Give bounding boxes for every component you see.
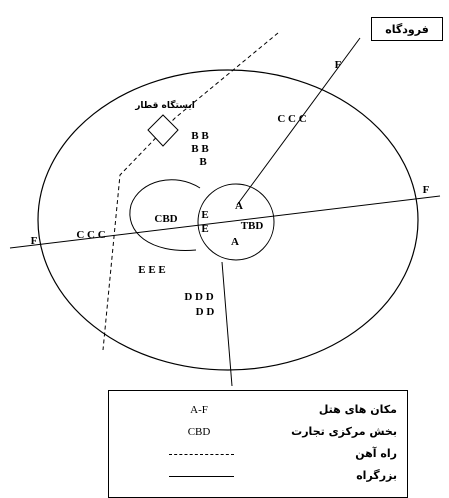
city-boundary — [37, 69, 419, 371]
hotel-f-left: F — [31, 235, 38, 247]
hotel-f-top: F — [335, 59, 342, 71]
hotel-a-bottom: A — [231, 236, 239, 248]
hotel-dd: D D — [196, 306, 215, 318]
highway-south — [221, 261, 233, 387]
hotel-b-row1: B B — [191, 130, 209, 142]
hotel-ccc-right: C C C — [277, 113, 306, 125]
legend-key-cbd: CBD — [187, 426, 211, 438]
tbd-boundary — [197, 183, 275, 261]
hotel-b-row3: B — [199, 156, 207, 168]
airport-label-box: فرودگاه — [371, 17, 443, 41]
hotel-ddd: D D D — [184, 291, 213, 303]
airport-label: فرودگاه — [385, 22, 429, 36]
hotel-eee: E E E — [138, 264, 166, 276]
highway-east-west — [9, 195, 441, 249]
hotel-e-bottom: E — [201, 223, 208, 235]
legend-key-hotels: A-F — [190, 404, 208, 416]
legend-box: مکان های هتل A-F بخش مرکزی تجارت CBD راه… — [108, 390, 408, 498]
legend-row-highway: بزرگراه — [109, 465, 407, 487]
legend-label-cbd: بخش مرکزی تجارت — [291, 425, 397, 438]
hotel-b-row2: B B — [191, 143, 209, 155]
legend-row-hotels: مکان های هتل A-F — [109, 399, 407, 421]
cbd-boundary — [129, 179, 201, 251]
train-station-label: ایستگاه قطار — [134, 99, 195, 111]
legend-row-cbd: بخش مرکزی تجارت CBD — [109, 421, 407, 443]
hotel-e-top: E — [201, 209, 208, 221]
legend-row-railway: راه آهن — [109, 443, 407, 465]
highway-to-airport — [236, 37, 361, 206]
legend-label-highway: بزرگراه — [356, 469, 397, 482]
train-station-icon — [147, 114, 179, 147]
hotel-a-top: A — [235, 200, 243, 212]
hotel-f-right: F — [423, 184, 430, 196]
legend-highway-swatch — [169, 476, 234, 477]
tbd-label: TBD — [241, 220, 264, 232]
cbd-label: CBD — [154, 213, 177, 225]
legend-label-railway: راه آهن — [355, 447, 397, 460]
railway-line — [102, 32, 279, 351]
legend-label-hotels: مکان های هتل — [318, 403, 397, 416]
hotel-ccc-left: C C C — [76, 229, 105, 241]
legend-railway-swatch — [169, 454, 234, 455]
